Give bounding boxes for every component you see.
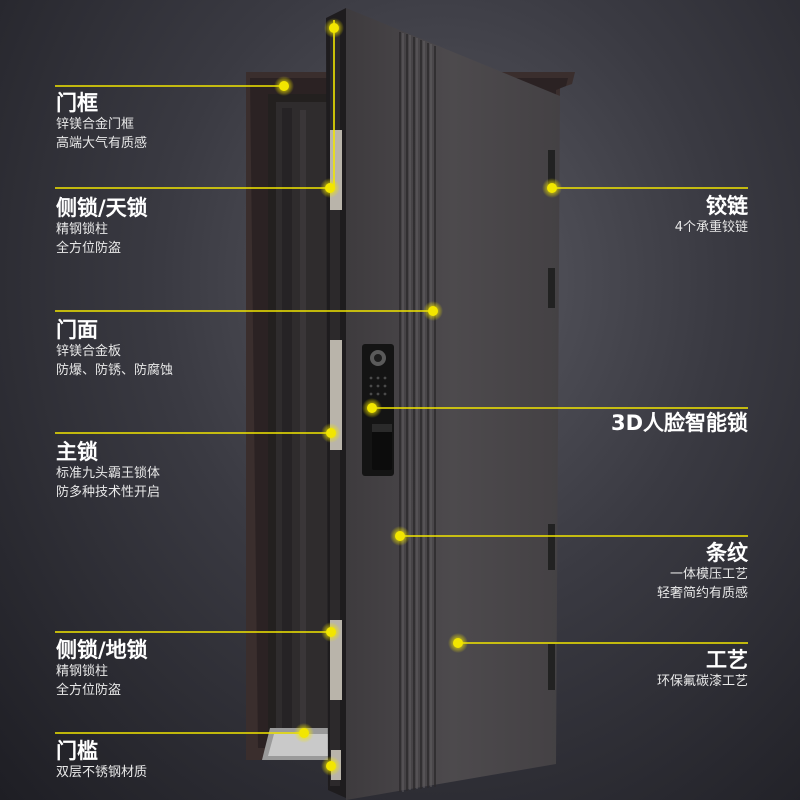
feature-line: 一体模压工艺 — [669, 567, 748, 582]
feature-title: 3D人脸智能锁 — [610, 411, 748, 435]
feature-line: 4个承重铰链 — [674, 220, 748, 235]
feature-line: 环保氟碳漆工艺 — [656, 674, 748, 689]
feature-sill: 门槛 双层不锈钢材质 — [56, 739, 147, 782]
feature-line: 精钢锁柱 — [56, 222, 109, 237]
feature-line: 轻奢简约有质感 — [656, 586, 748, 601]
feature-hinge: 铰链 4个承重铰链 — [675, 194, 748, 237]
feature-line: 锌镁合金门框 — [56, 117, 135, 132]
feature-smart-lock: 3D人脸智能锁 — [611, 411, 748, 435]
feature-line: 防爆、防锈、防腐蚀 — [56, 363, 174, 378]
feature-title: 侧锁/天锁 — [56, 196, 148, 220]
feature-line: 高端大气有质感 — [56, 136, 148, 151]
feature-craft: 工艺 环保氟碳漆工艺 — [657, 648, 748, 691]
door-sill — [262, 728, 338, 760]
feature-stripe: 条纹 一体模压工艺 轻奢简约有质感 — [657, 541, 748, 603]
feature-side-top-lock: 侧锁/天锁 精钢锁柱 全方位防盗 — [56, 196, 148, 258]
feature-line: 锌镁合金板 — [56, 344, 122, 359]
feature-line: 全方位防盗 — [56, 241, 122, 256]
feature-frame: 门框 锌镁合金门框 高端大气有质感 — [56, 91, 147, 153]
feature-title: 条纹 — [706, 541, 748, 565]
feature-side-floor-lock: 侧锁/地锁 精钢锁柱 全方位防盗 — [56, 638, 148, 700]
feature-title: 门面 — [56, 318, 98, 342]
feature-line: 双层不锈钢材质 — [56, 765, 148, 780]
door-panel — [346, 8, 560, 800]
feature-main-lock: 主锁 标准九头霸王锁体 防多种技术性开启 — [56, 440, 160, 502]
feature-title: 门框 — [56, 91, 98, 115]
feature-panel: 门面 锌镁合金板 防爆、防锈、防腐蚀 — [56, 318, 173, 380]
feature-title: 主锁 — [56, 440, 98, 464]
marker-dots — [274, 18, 562, 776]
feature-title: 铰链 — [706, 194, 748, 218]
feature-title: 工艺 — [706, 648, 748, 672]
hinges — [548, 150, 555, 690]
feature-line: 防多种技术性开启 — [56, 485, 161, 500]
feature-line: 精钢锁柱 — [56, 664, 109, 679]
feature-line: 标准九头霸王锁体 — [56, 466, 161, 481]
feature-line: 全方位防盗 — [56, 683, 122, 698]
feature-title: 门槛 — [56, 739, 98, 763]
leader-lines — [55, 20, 748, 734]
feature-title: 侧锁/地锁 — [56, 638, 148, 662]
